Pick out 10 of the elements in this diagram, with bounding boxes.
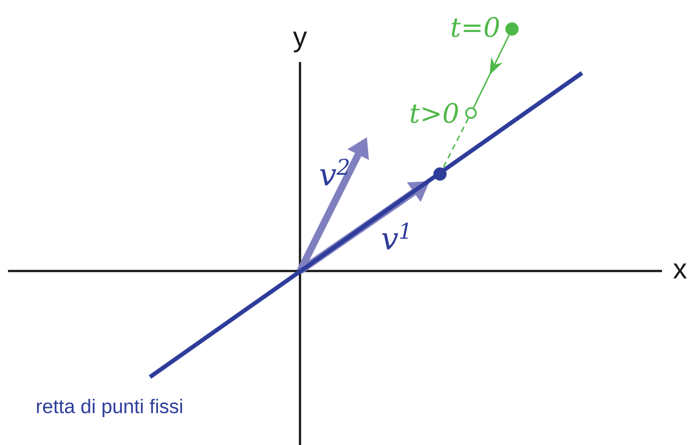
- point: [433, 167, 447, 181]
- axis-label: y: [293, 32, 307, 52]
- vector-label: v$^{1}$: [382, 222, 408, 250]
- point-label: t=0: [452, 16, 499, 38]
- point-label: t>0: [410, 102, 458, 124]
- arrow: [472, 34, 510, 108]
- connector-line: [442, 118, 470, 168]
- axis-label: x: [673, 264, 687, 278]
- line-label: retta di punti fissi: [37, 398, 182, 418]
- vector-label: v$^{2}$: [320, 158, 349, 186]
